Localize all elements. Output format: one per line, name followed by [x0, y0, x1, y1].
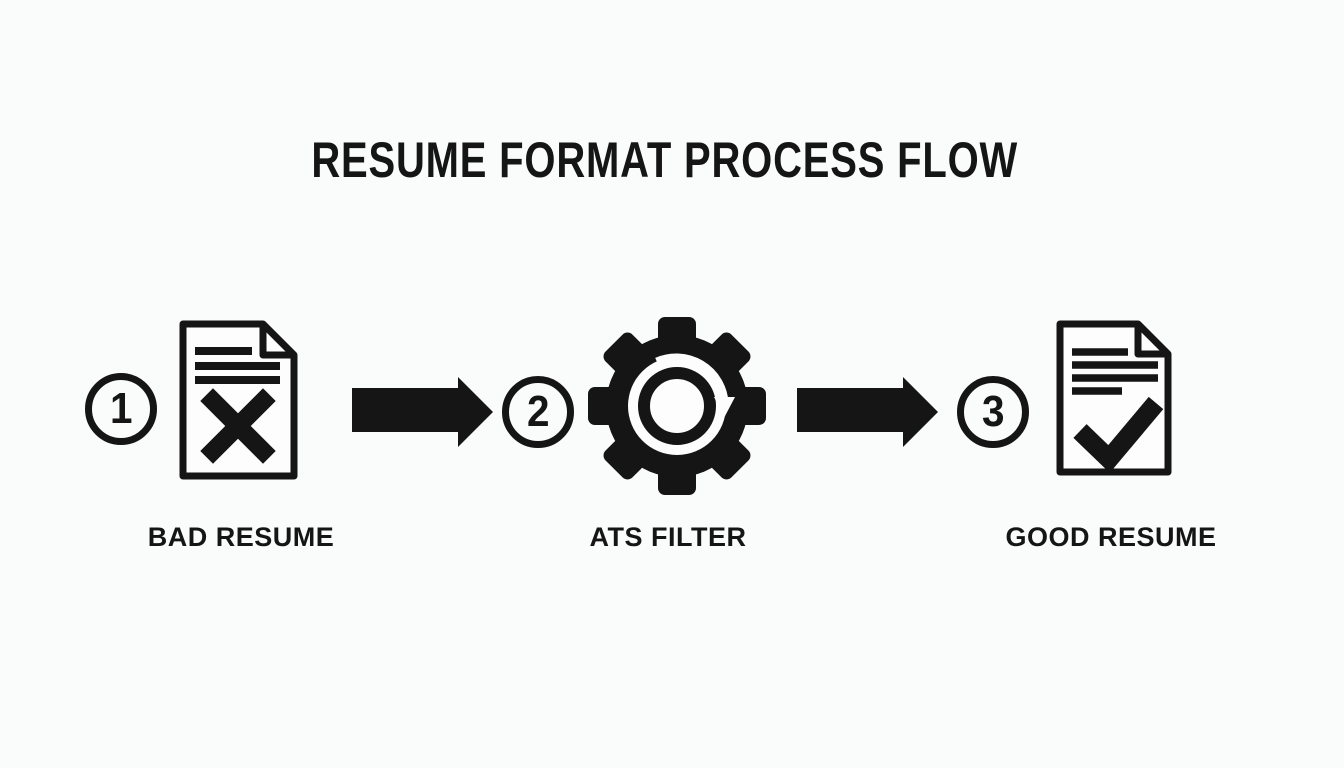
step-3-number: 3 — [981, 387, 1005, 436]
gear-sync-icon — [588, 317, 766, 495]
step-1-label: BAD RESUME — [147, 522, 335, 552]
step-2-number-badge: 2 — [502, 376, 574, 448]
step-3-label: GOOD RESUME — [1005, 522, 1217, 552]
diagram-title-text: RESUME FORMAT PROCESS FLOW — [311, 132, 1019, 188]
step-1-number: 1 — [109, 384, 133, 433]
document-check-icon — [1053, 318, 1175, 478]
arrow-right-icon — [352, 377, 493, 447]
step-1-number-badge: 1 — [85, 373, 157, 445]
step-2-number: 2 — [526, 387, 550, 436]
document-x-icon — [175, 318, 300, 482]
step-3-number-badge: 3 — [957, 376, 1029, 448]
arrow-right-icon — [797, 377, 938, 447]
diagram-title: RESUME FORMAT PROCESS FLOW — [0, 131, 1330, 189]
step-2-label: ATS FILTER — [589, 522, 747, 552]
